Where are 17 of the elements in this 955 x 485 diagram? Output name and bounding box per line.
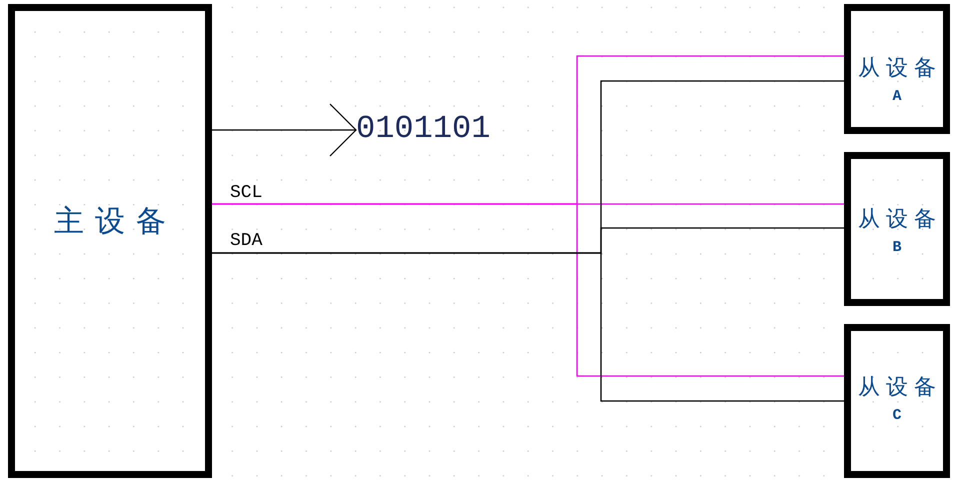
device-label: 从设备 [857, 57, 942, 79]
signal-line [212, 203, 844, 377]
signal-label: SCL [230, 183, 262, 203]
signal-line [212, 252, 844, 402]
device-id-label: C [892, 407, 902, 425]
device-label: 从设备 [857, 208, 942, 230]
device-box [844, 152, 950, 306]
device-id-label: B [892, 239, 902, 257]
device-label: 从设备 [857, 376, 942, 398]
device-box [8, 4, 212, 478]
arrow [212, 103, 357, 157]
device-box [844, 324, 950, 478]
device-id-label: A [892, 88, 902, 106]
binary-data-text: 0101101 [356, 112, 500, 146]
device-label: 主设备 [53, 207, 177, 237]
signal-label: SDA [230, 231, 262, 251]
device-box [844, 4, 950, 134]
